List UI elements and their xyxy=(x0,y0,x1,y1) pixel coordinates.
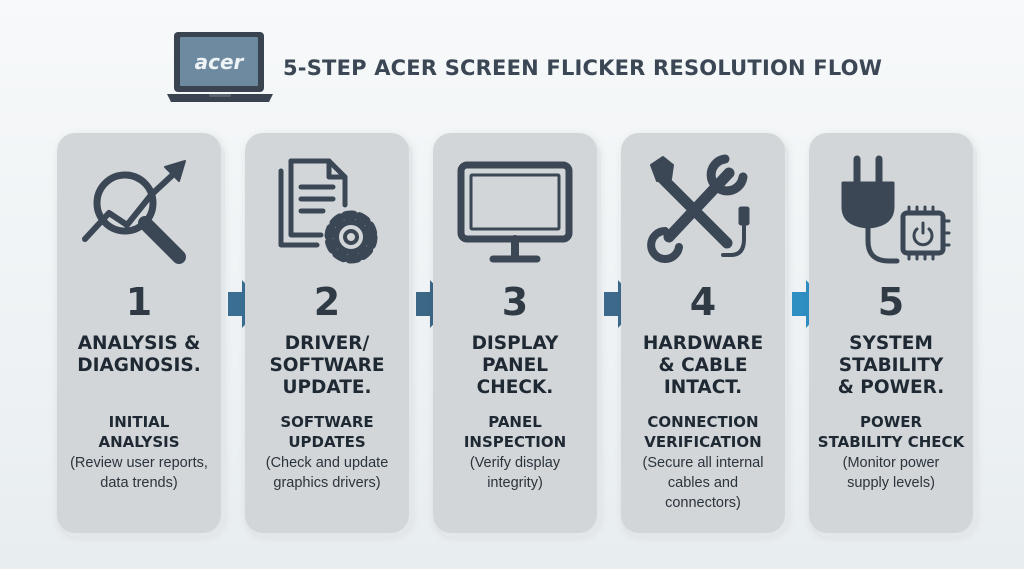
step-description: (Monitor power supply levels) xyxy=(842,455,940,491)
plug-chip-icon xyxy=(831,151,951,271)
step-number: 1 xyxy=(125,280,153,324)
step-card-2: 2 DRIVER/ SOFTWARE UPDATE. SOFTWARE UPDA… xyxy=(245,133,409,533)
wrench-cable-icon xyxy=(643,151,763,271)
step-subtitle: POWER STABILITY CHECK xyxy=(817,413,965,451)
step-number: 4 xyxy=(689,280,717,324)
step-description: (Secure all internal cables and connecto… xyxy=(642,455,764,511)
step-subtitle: SOFTWARE UPDATES xyxy=(280,413,374,451)
header: acer 5-STEP ACER SCREEN FLICKER RESOLUTI… xyxy=(165,30,882,106)
step-description: (Review user reports, data trends) xyxy=(70,455,208,491)
step-subtitle: PANEL INSPECTION xyxy=(463,413,567,451)
document-gear-icon xyxy=(267,151,387,271)
step-number: 3 xyxy=(501,280,529,324)
step-title: DISPLAY PANEL CHECK. xyxy=(471,333,559,398)
step-number: 2 xyxy=(313,280,341,324)
step-card-1: 1 ANALYSIS & DIAGNOSIS. INITIAL ANALYSIS… xyxy=(57,133,221,533)
monitor-icon xyxy=(455,151,575,271)
step-card-4: 4 HARDWARE & CABLE INTACT. CONNECTION VE… xyxy=(621,133,785,533)
step-subtitle: CONNECTION VERIFICATION xyxy=(644,413,762,451)
step-title: SYSTEM STABILITY & POWER. xyxy=(837,333,945,398)
step-subtitle: INITIAL ANALYSIS xyxy=(98,413,180,451)
step-description: (Verify display integrity) xyxy=(469,455,561,491)
step-title: DRIVER/ SOFTWARE UPDATE. xyxy=(269,333,385,398)
step-number: 5 xyxy=(877,280,905,324)
magnifier-chart-icon xyxy=(79,151,199,271)
step-title: ANALYSIS & DIAGNOSIS. xyxy=(77,333,201,376)
step-description: (Check and update graphics drivers) xyxy=(265,455,389,491)
page-title: 5-STEP ACER SCREEN FLICKER RESOLUTION FL… xyxy=(283,56,883,80)
step-title: HARDWARE & CABLE INTACT. xyxy=(642,333,764,398)
step-card-3: 3 DISPLAY PANEL CHECK. PANEL INSPECTION … xyxy=(433,133,597,533)
acer-logo-text: acer xyxy=(195,50,245,74)
laptop-icon: acer xyxy=(165,30,275,106)
step-card-5: 5 SYSTEM STABILITY & POWER. POWER STABIL… xyxy=(809,133,973,533)
